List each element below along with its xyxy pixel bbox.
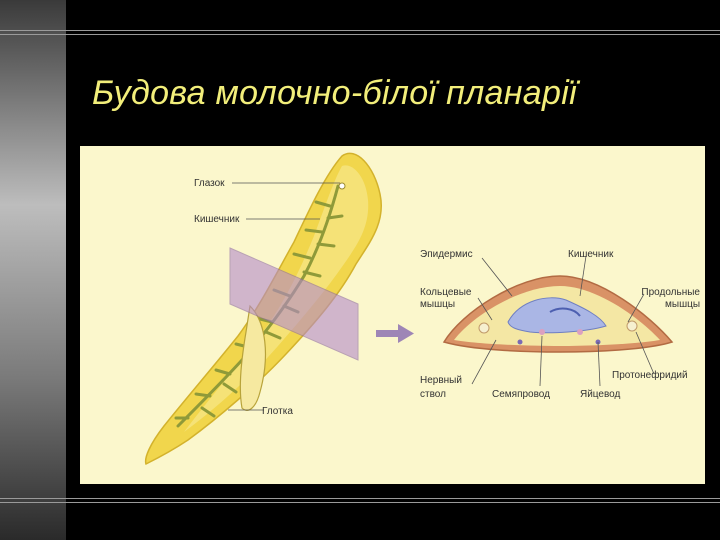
pharynx xyxy=(239,304,267,411)
label-nerve-cord-line1: Нервный xyxy=(420,375,462,386)
label-ring-muscles-line1: Кольцевые xyxy=(420,287,472,298)
side-gradient-bar xyxy=(0,0,66,540)
label-intestine: Кишечник xyxy=(194,214,240,225)
eye-spot xyxy=(338,182,346,190)
planaria-diagram: Глазок Кишечник Глотка Эпидермис Кишечни… xyxy=(144,152,700,466)
label-epidermis: Эпидермис xyxy=(420,249,473,260)
label-intestine-section: Кишечник xyxy=(568,249,614,260)
label-long-muscles-line2: мышцы xyxy=(665,299,700,310)
planaria-diagram-panel: Глазок Кишечник Глотка Эпидермис Кишечни… xyxy=(80,146,705,484)
slide-title: Будова молочно-білої планарії xyxy=(92,74,577,112)
label-nerve-cord-line2: ствол xyxy=(420,389,446,400)
top-rule-line-2 xyxy=(0,34,720,35)
top-rule-line xyxy=(0,30,720,31)
label-pharynx: Глотка xyxy=(262,406,293,417)
label-protonephridium: Протонефридий xyxy=(612,369,688,381)
bottom-rule-line xyxy=(0,498,720,499)
label-sperm-duct: Семяпровод xyxy=(492,389,550,400)
leader-lines xyxy=(228,182,655,411)
arrow-right-icon xyxy=(376,324,414,343)
label-ring-muscles-line2: мышцы xyxy=(420,299,455,310)
bottom-rule-line-2 xyxy=(0,502,720,503)
label-eye: Глазок xyxy=(194,178,225,189)
cross-section xyxy=(442,275,674,353)
section-plane xyxy=(229,247,359,361)
label-long-muscles-line1: Продольные xyxy=(641,287,700,298)
label-oviduct: Яйцевод xyxy=(580,389,621,400)
